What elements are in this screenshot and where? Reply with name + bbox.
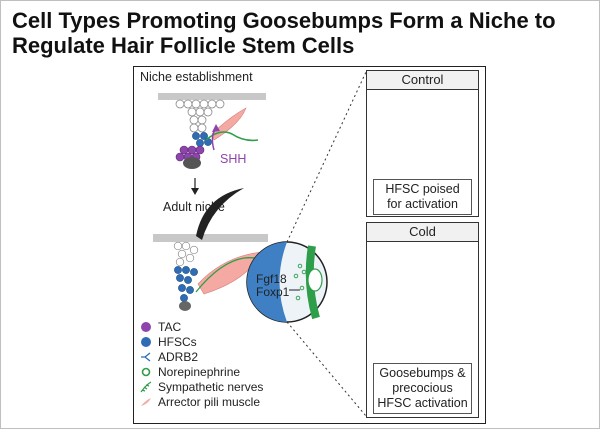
dermal-papilla-early (183, 157, 201, 169)
legend-label: Arrector pili muscle (158, 395, 261, 409)
control-panel: Control HFSC poised for activation (366, 70, 479, 217)
epidermis-adult (153, 234, 268, 242)
figure-title: Cell Types Promoting Goosebumps Form a N… (12, 8, 556, 58)
cold-caption: Goosebumps & precocious HFSC activation (373, 363, 472, 414)
control-caption: HFSC poised for activation (373, 179, 472, 215)
legend-label: HFSCs (158, 335, 197, 349)
norepinephrine-zoom (293, 263, 307, 301)
legend-label: TAC (158, 320, 182, 334)
muscle-early (211, 107, 247, 141)
legend-label: ADRB2 (158, 350, 199, 364)
niche-establishment-label: Niche establishment (140, 70, 253, 84)
hair-shaft-adult (196, 188, 244, 240)
control-header: Control (367, 71, 478, 90)
fgf18-label: Fgf18 (256, 272, 287, 286)
adult-follicle-white (173, 241, 199, 267)
dermal-papilla-adult (179, 301, 191, 311)
caption-line: precocious (392, 381, 453, 395)
shh-label: SHH (220, 152, 247, 166)
purple-dot-icon (141, 322, 151, 332)
developing-follicle (175, 99, 225, 133)
nerve-early (205, 131, 259, 142)
receptor-icon (141, 352, 151, 362)
cold-header: Cold (367, 223, 478, 242)
legend-label: Norepinephrine (158, 365, 241, 379)
adult-hfsc-cells (174, 266, 198, 302)
caption-line: for activation (387, 197, 458, 211)
foxp1-label: Foxp1 (256, 285, 290, 299)
blue-dot-icon (141, 337, 151, 347)
hfsc-cells-early (192, 132, 212, 147)
caption-line: HFSC poised (385, 182, 460, 196)
legend-label: Sympathetic nerves (158, 380, 264, 394)
cold-panel: Cold Goosebumps & precocious HFSC activa… (366, 222, 479, 418)
muscle-icon (141, 398, 151, 406)
nerve-icon (140, 381, 152, 393)
caption-line: Goosebumps & (379, 366, 466, 380)
hfsc-zoom-half (247, 242, 287, 322)
adult-niche-label: Adult niche (163, 200, 225, 214)
caption-line: HFSC activation (377, 396, 468, 410)
green-ring-icon (141, 367, 151, 377)
epidermis-top (158, 93, 266, 100)
